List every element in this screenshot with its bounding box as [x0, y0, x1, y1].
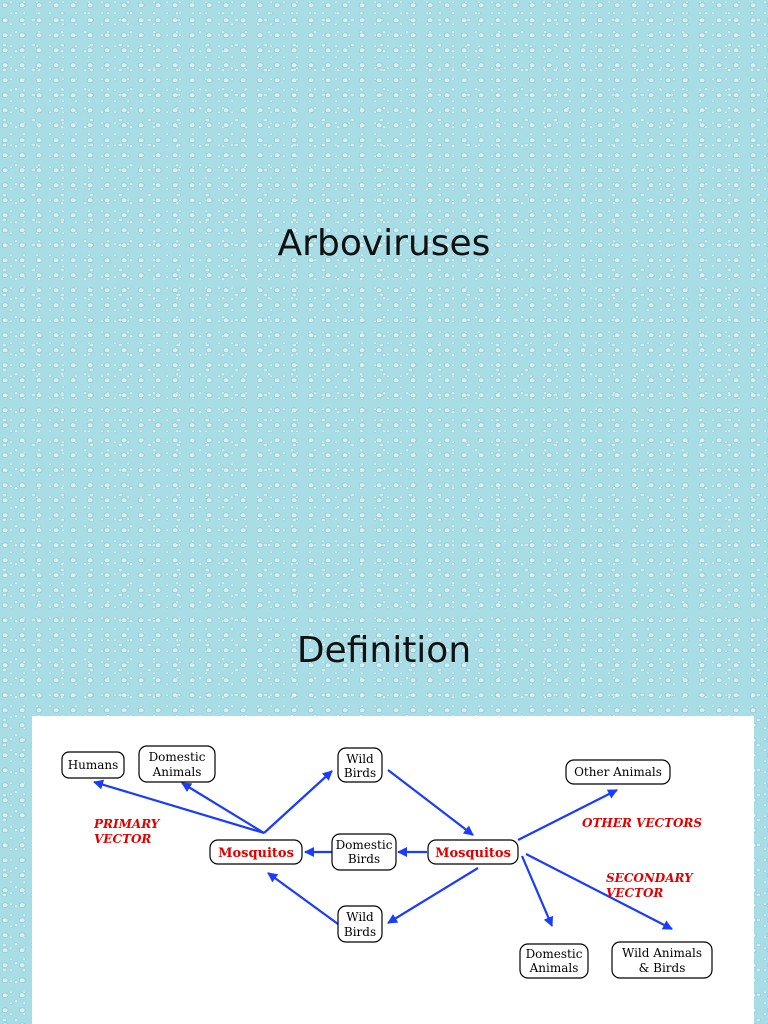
node-wild-animals-birds: Wild Animals & Birds [611, 941, 713, 979]
node-wild-birds-top: Wild Birds [337, 747, 383, 783]
label-primary-vector: PRIMARY VECTOR [93, 817, 161, 846]
node-domestic-animals-right: Domestic Animals [519, 943, 589, 979]
slide-title: Arboviruses [277, 223, 491, 264]
arrow-mosquitos-to-humans [93, 779, 265, 835]
node-wild-birds-bottom: Wild Birds [337, 905, 383, 943]
arrow-mosquitos-to-wild-birds-top [263, 770, 333, 834]
arrow-mosquitos-to-domestic-animals-right [520, 855, 554, 927]
node-domestic-animals-left: Domestic Animals [138, 745, 216, 783]
diagram-arrows [93, 769, 673, 930]
node-label: Wild [346, 910, 374, 924]
node-label: Birds [344, 766, 376, 780]
label-text: PRIMARY [93, 817, 161, 831]
node-label: Mosquitos [218, 846, 294, 861]
node-label: Domestic [526, 947, 583, 961]
arrow-wild-birds-top-to-mosquitos [387, 769, 474, 836]
arrow-mosquitos-to-wild-animals-birds [525, 853, 673, 930]
node-label: Humans [68, 758, 119, 772]
arrow-mosquitos-to-domestic-animals [181, 782, 265, 834]
node-label: Wild Animals [622, 946, 702, 960]
diagram-canvas: Humans Domestic Animals Wild Birds Mosqu… [61, 745, 713, 979]
label-secondary-vector: SECONDARY VECTOR [606, 871, 694, 900]
node-mosquitos-right: Mosquitos [427, 839, 519, 865]
node-label: Mosquitos [435, 846, 511, 861]
label-text: VECTOR [606, 886, 663, 900]
transmission-diagram: Humans Domestic Animals Wild Birds Mosqu… [32, 716, 754, 1024]
node-label: Domestic [149, 750, 206, 764]
label-text: OTHER VECTORS [582, 816, 702, 830]
node-label: Other Animals [574, 765, 662, 779]
label-other-vectors: OTHER VECTORS [582, 816, 702, 830]
node-label: Domestic [336, 838, 393, 852]
node-label: Animals [152, 765, 202, 779]
node-label: Wild [346, 752, 374, 766]
label-text: VECTOR [94, 832, 151, 846]
node-label: Birds [348, 852, 380, 866]
arrow-mosquitos-to-wild-birds-bottom [387, 867, 479, 924]
node-humans: Humans [61, 751, 125, 779]
node-other-animals: Other Animals [565, 759, 671, 785]
label-text: SECONDARY [606, 871, 694, 885]
node-mosquitos-left: Mosquitos [209, 839, 303, 865]
node-label: & Birds [639, 961, 686, 975]
node-domestic-birds: Domestic Birds [331, 833, 397, 871]
slide-subtitle: Definition [296, 630, 472, 671]
node-label: Animals [529, 961, 579, 975]
arrow-mosquitos-to-other-animals [517, 789, 618, 841]
arrow-wild-birds-bottom-to-mosquitos [267, 872, 339, 925]
node-label: Birds [344, 925, 376, 939]
